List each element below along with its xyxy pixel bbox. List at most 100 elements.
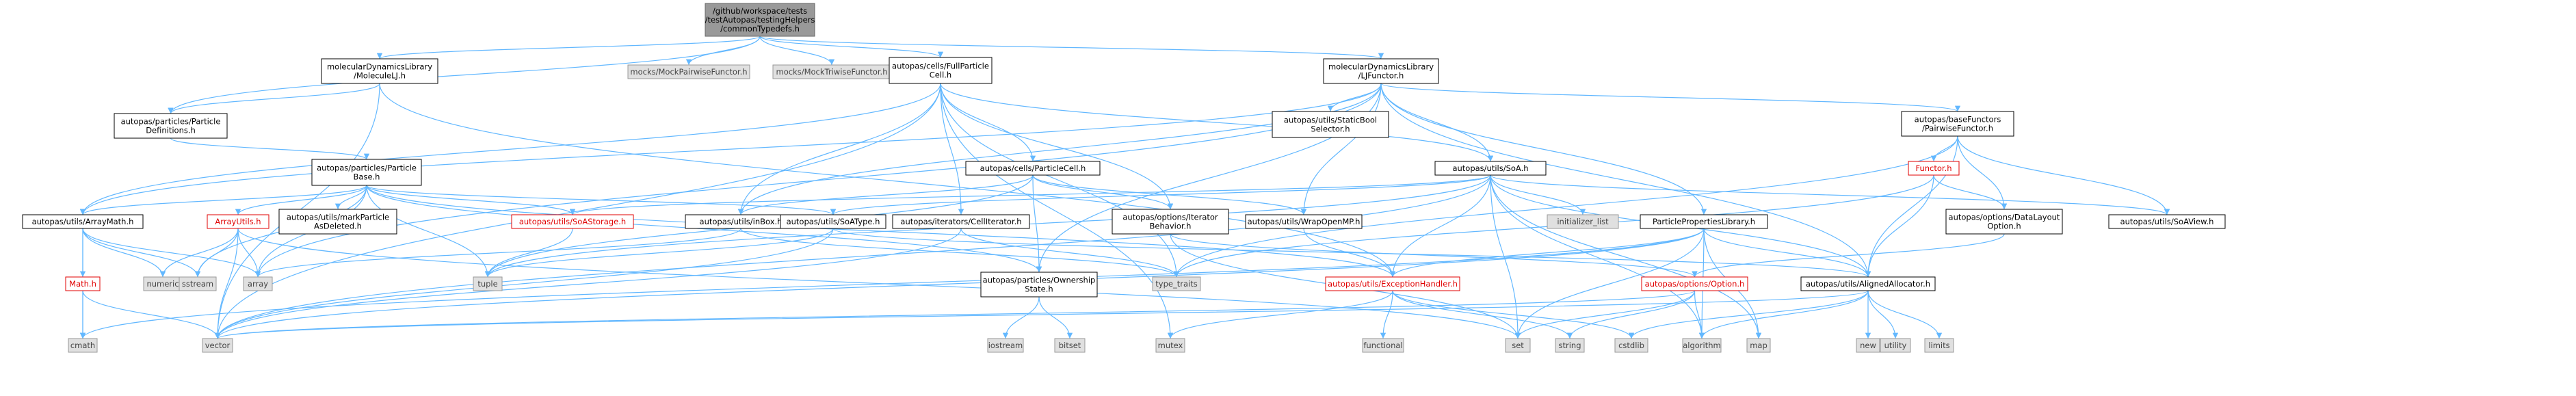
node-label: autopas/utils/ArrayMath.h [32, 217, 134, 226]
node-molLJ[interactable]: molecularDynamicsLibrary/MoleculeLJ.h [321, 58, 438, 84]
edge-soa-to-soaView [1490, 174, 2170, 215]
node-label: sstream [182, 279, 213, 289]
node-mutex[interactable]: mutex [1155, 338, 1185, 353]
node-wrapOpenMP[interactable]: autopas/utils/WrapOpenMP.h [1245, 214, 1363, 229]
node-mockPair[interactable]: mocks/MockPairwiseFunctor.h [627, 64, 750, 79]
node-bitset[interactable]: bitset [1054, 338, 1086, 353]
edge-soa-to-initList [1490, 174, 1586, 215]
node-box [22, 214, 144, 229]
edge-soaType-to-tuple [484, 228, 834, 278]
node-label: autopas/particles/Particle [317, 163, 417, 173]
node-utility[interactable]: utility [1880, 338, 1911, 353]
edge-partBase-to-markDeleted [334, 185, 367, 210]
node-label: autopas/particles/Ownership [983, 276, 1096, 285]
edge-soaStorage-to-tuple [484, 228, 573, 278]
node-string[interactable]: string [1555, 338, 1585, 353]
edge-option-to-algorithm [1694, 290, 1705, 339]
node-functor[interactable]: Functor.h [1908, 161, 1960, 176]
edge-partBase-to-arrayUtils [235, 185, 367, 215]
edge-arrayUtils-to-set [237, 228, 1521, 339]
node-box [1924, 338, 1954, 353]
node-label: cstdlib [1618, 341, 1644, 350]
node-option[interactable]: autopas/options/Option.h [1641, 276, 1748, 291]
node-functional[interactable]: functional [1362, 338, 1404, 353]
node-box [1908, 161, 1960, 176]
node-box [1054, 338, 1086, 353]
node-mathH[interactable]: Math.h [65, 276, 101, 291]
node-label: Base.h [354, 172, 380, 182]
node-initList[interactable]: initializer_list [1547, 214, 1619, 229]
node-root[interactable]: /github/workspace/tests/testAutopas/test… [705, 3, 815, 37]
node-label: autopas/utils/WrapOpenMP.h [1248, 217, 1361, 226]
node-soaStorage[interactable]: autopas/utils/SoAStorage.h [511, 214, 634, 229]
node-box [627, 64, 750, 79]
edge-root-to-ljFunctor [759, 36, 1384, 60]
edge-alignedAlloc-to-algorithm [1698, 290, 1869, 339]
edge-particleCell-to-inBox [737, 174, 1034, 215]
node-label: /PairwiseFunctor.h [1922, 124, 1993, 133]
edge-fullCell-to-inBox [737, 83, 941, 215]
node-box [202, 338, 233, 353]
node-iostream[interactable]: iostream [987, 338, 1024, 353]
node-algorithm[interactable]: algorithm [1682, 338, 1722, 353]
node-inBox[interactable]: autopas/utils/inBox.h [685, 214, 797, 229]
node-typeTraits[interactable]: type_traits [1152, 276, 1201, 291]
node-numeric[interactable]: numeric [143, 276, 183, 291]
node-tuple[interactable]: tuple [473, 276, 503, 291]
node-soa[interactable]: autopas/utils/SoA.h [1434, 161, 1547, 176]
edge-alignedAlloc-to-limits [1867, 290, 1943, 339]
node-arrayUtils[interactable]: ArrayUtils.h [207, 214, 270, 229]
node-box [1901, 111, 2014, 137]
node-label: new [1860, 341, 1876, 350]
node-label: autopas/utils/StaticBool [1284, 116, 1377, 125]
node-label: Functor.h [1915, 163, 1951, 173]
node-vector[interactable]: vector [202, 338, 233, 353]
node-soaView[interactable]: autopas/utils/SoAView.h [2108, 214, 2226, 229]
node-cstdlib[interactable]: cstdlib [1614, 338, 1648, 353]
node-box [1155, 338, 1185, 353]
node-label: ParticlePropertiesLibrary.h [1653, 217, 1755, 226]
node-alignedAlloc[interactable]: autopas/utils/AlignedAllocator.h [1800, 276, 1936, 291]
edge-root-to-molLJ [377, 36, 761, 60]
node-label: mutex [1158, 341, 1183, 350]
edge-ownership-to-bitset [1038, 296, 1073, 339]
node-cmath[interactable]: cmath [68, 338, 98, 353]
node-particleCell[interactable]: autopas/cells/ParticleCell.h [965, 161, 1101, 176]
node-label: molecularDynamicsLibrary [327, 62, 432, 72]
node-cellIter[interactable]: autopas/iterators/CellIterator.h [892, 214, 1030, 229]
node-ppLib[interactable]: ParticlePropertiesLibrary.h [1640, 214, 1768, 229]
node-map[interactable]: map [1746, 338, 1771, 353]
node-limits[interactable]: limits [1924, 338, 1954, 353]
node-label: autopas/options/DataLayout [1949, 213, 2060, 222]
edge-arrayMath-to-array [82, 228, 261, 278]
node-array[interactable]: array [243, 276, 273, 291]
node-ljFunctor[interactable]: molecularDynamicsLibrary/LJFunctor.h [1323, 58, 1439, 84]
node-label: autopas/utils/SoA.h [1452, 163, 1528, 173]
node-set[interactable]: set [1505, 338, 1531, 353]
node-pairFunctor[interactable]: autopas/baseFunctors/PairwiseFunctor.h [1901, 111, 2014, 137]
node-mockTri[interactable]: mocks/MockTriwiseFunctor.h [772, 64, 891, 79]
edge-molLJ-to-partDef [168, 83, 380, 114]
node-arrayMath[interactable]: autopas/utils/ArrayMath.h [22, 214, 144, 229]
node-excHandler[interactable]: autopas/utils/ExceptionHandler.h [1325, 276, 1460, 291]
node-box [1325, 276, 1460, 291]
node-box [1614, 338, 1648, 353]
node-label: Math.h [69, 279, 96, 289]
node-new[interactable]: new [1856, 338, 1880, 353]
node-sstream[interactable]: sstream [179, 276, 217, 291]
node-box [1640, 214, 1768, 229]
edge-soaType-to-alignedAlloc [832, 228, 1871, 278]
node-label: Cell.h [930, 70, 951, 80]
node-box [1152, 276, 1201, 291]
edge-excHandler-to-string [1392, 290, 1573, 339]
node-label: autopas/cells/FullParticle [892, 62, 989, 71]
node-soaType[interactable]: autopas/utils/SoAType.h [780, 214, 886, 229]
